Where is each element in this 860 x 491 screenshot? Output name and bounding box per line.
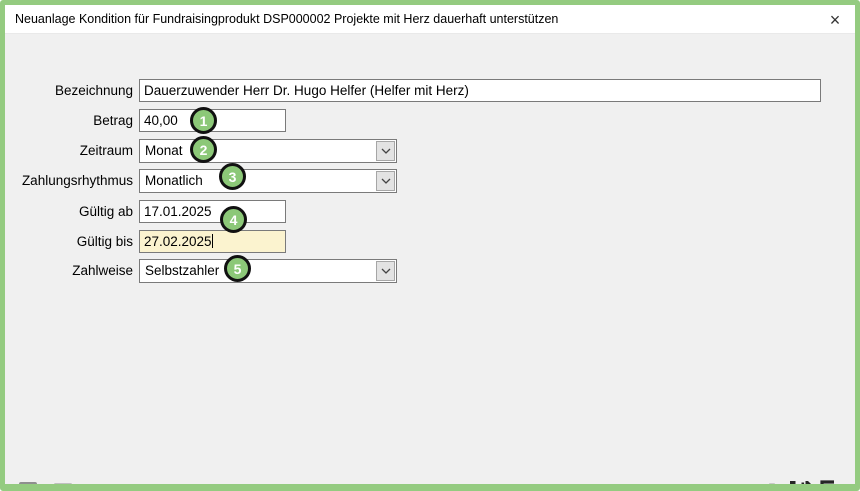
field-label-zahlweise: Zahlweise <box>72 263 133 278</box>
annotation-badge-3: 3 <box>219 163 246 190</box>
bezeichnung-value: Dauerzuwender Herr Dr. Hugo Helfer (Helf… <box>144 83 469 98</box>
titlebar: Neuanlage Kondition für Fundraisingprodu… <box>5 5 855 34</box>
chevron-down-icon[interactable] <box>376 171 395 191</box>
zeitraum-value: Monat <box>145 143 183 158</box>
field-label-bezeichnung: Bezeichnung <box>54 83 133 98</box>
annotation-badge-5: 5 <box>224 255 251 282</box>
field-label-zahlungsrhythmus: Zahlungsrhythmus <box>21 173 133 188</box>
annotation-badge-1: 1 <box>190 107 217 134</box>
gueltig-ab-value: 17.01.2025 <box>144 204 212 219</box>
betrag-value: 40,00 <box>144 113 178 128</box>
field-label-betrag: Betrag <box>93 113 133 128</box>
annotation-badge-2: 2 <box>190 136 217 163</box>
window-title: Neuanlage Kondition für Fundraisingprodu… <box>15 12 559 26</box>
exit-icon[interactable] <box>818 479 847 484</box>
dialog-content: Bezeichnung Dauerzuwender Herr Dr. Hugo … <box>5 35 855 484</box>
chevron-down-icon[interactable] <box>376 261 395 281</box>
zahlweise-value: Selbstzahler <box>145 263 220 278</box>
bezeichnung-input[interactable]: Dauerzuwender Herr Dr. Hugo Helfer (Helf… <box>139 79 821 102</box>
numbered-list-icon[interactable]: 1 2 3 <box>46 482 73 491</box>
gueltig-ab-input[interactable]: 17.01.2025 <box>139 200 286 223</box>
svg-text:1: 1 <box>47 482 51 491</box>
annotation-badge-4: 4 <box>220 206 247 233</box>
gueltig-bis-input[interactable]: 27.02.2025 <box>139 230 286 253</box>
zahlweise-select[interactable]: Selbstzahler <box>139 259 397 283</box>
text-cursor <box>211 234 213 248</box>
delete-icon[interactable] <box>762 482 782 484</box>
gueltig-bis-value: 27.02.2025 <box>144 234 212 249</box>
save-icon[interactable] <box>788 479 815 484</box>
field-label-zeitraum: Zeitraum <box>79 143 133 158</box>
calculator-icon[interactable] <box>16 481 40 484</box>
zahlungsrhythmus-select[interactable]: Monatlich <box>139 169 397 193</box>
field-label-gueltig-ab: Gültig ab <box>78 204 133 219</box>
chevron-down-icon[interactable] <box>376 141 395 161</box>
field-label-gueltig-bis: Gültig bis <box>76 234 133 249</box>
zahlungsrhythmus-value: Monatlich <box>145 173 203 188</box>
close-icon[interactable]: × <box>823 8 847 32</box>
zeitraum-select[interactable]: Monat <box>139 139 397 163</box>
